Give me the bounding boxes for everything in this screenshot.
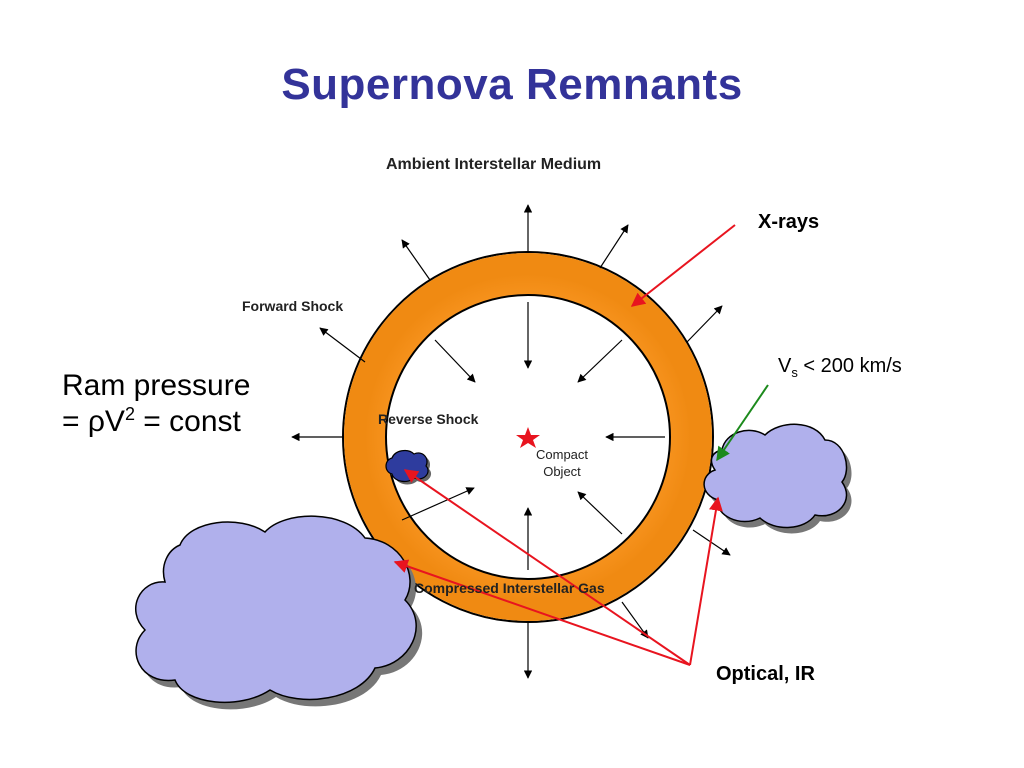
- velocity-symbol: V: [778, 355, 792, 377]
- ram-line2: = ρV2 = const: [62, 404, 250, 440]
- compressed-gas-label: Compressed Interstellar Gas: [414, 580, 605, 596]
- velocity-label: Vs < 200 km/s: [778, 355, 902, 380]
- compact-object-label: Compact Object: [536, 446, 588, 480]
- inward-arrows: [401, 302, 665, 570]
- reverse-shock-label: Reverse Shock: [378, 411, 479, 427]
- ram-line1: Ram pressure: [62, 369, 251, 402]
- velocity-value: < 200 km/s: [797, 355, 902, 377]
- velocity-arrow: [716, 384, 769, 462]
- ambient-medium-label: Ambient Interstellar Medium: [386, 156, 602, 173]
- xrays-label: X-rays: [758, 211, 820, 233]
- optical-ir-arrows: [393, 469, 723, 666]
- ram-pressure-text: Ram pressure = ρV2 = const: [62, 368, 250, 440]
- ram-line2-exponent: 2: [124, 404, 135, 424]
- compact-object-line1: Compact: [536, 447, 589, 462]
- right-cloud: [703, 423, 852, 534]
- ram-line2-suffix: = const: [134, 405, 241, 438]
- velocity-subscript: s: [791, 365, 798, 380]
- ram-line2-prefix: = ρV: [62, 405, 125, 438]
- compact-object-star: [516, 427, 540, 448]
- large-cloud: [135, 515, 423, 710]
- slide-title: Supernova Remnants: [281, 60, 743, 109]
- forward-shock-label: Forward Shock: [242, 298, 344, 314]
- compact-object-line2: Object: [543, 464, 581, 479]
- optical-ir-label: Optical, IR: [716, 663, 815, 685]
- xray-arrow: [630, 224, 736, 307]
